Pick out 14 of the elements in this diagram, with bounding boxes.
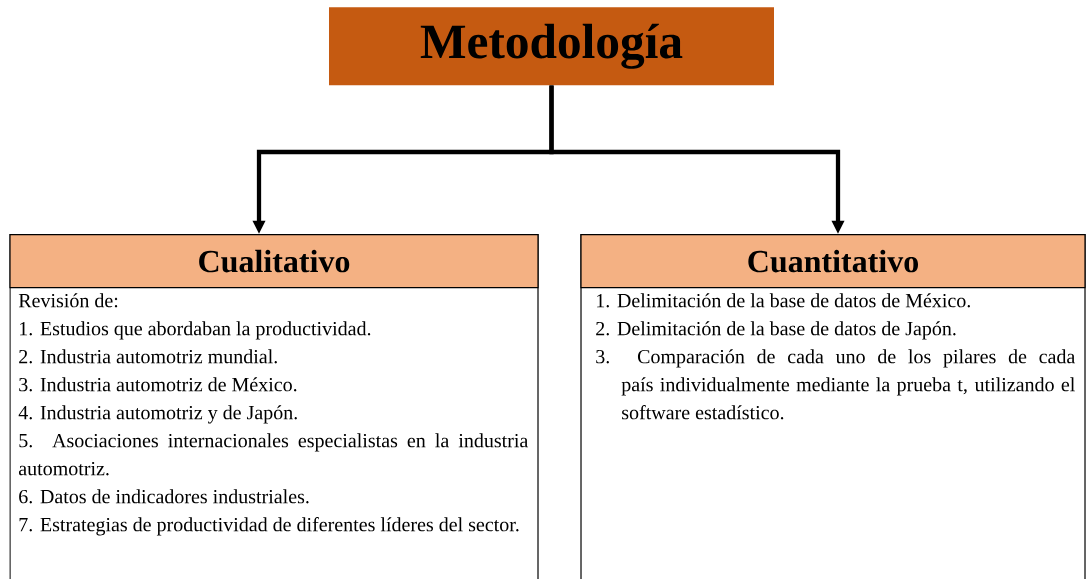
title-box: Metodología	[329, 7, 774, 86]
list-item: 3. Industria automotriz de México.	[19, 377, 297, 392]
list-item: 1. Delimitación de la base de datos de México.	[597, 293, 970, 308]
list-item: 2. Delimitación de la base de datos de Japón.	[596, 321, 956, 340]
list-item: 2. Industria automotriz mundial.	[19, 349, 277, 364]
list-item: 6. Datos de indicadores industriales.	[19, 489, 309, 504]
list-item: 3. Comparación de cada uno de los pilares de cada país individualmente mediante la prueba t, utilizando el software estadístico.	[596, 349, 1076, 420]
column-heading: Cuantitativo	[580, 234, 1086, 289]
list-intro: Revisión de:	[18, 293, 118, 308]
list-item: 7. Estrategias de productividad de diferentes líderes del sector.	[19, 517, 519, 536]
column-heading: Cualitativo	[9, 234, 539, 289]
list-item: 4. Industria automotriz y de Japón.	[18, 405, 297, 424]
list-item: 1. Estudios que abordaban la productividad.	[20, 321, 371, 340]
list-item: 5. Asociaciones internacionales especialistas en la industria automotriz.	[19, 433, 529, 476]
